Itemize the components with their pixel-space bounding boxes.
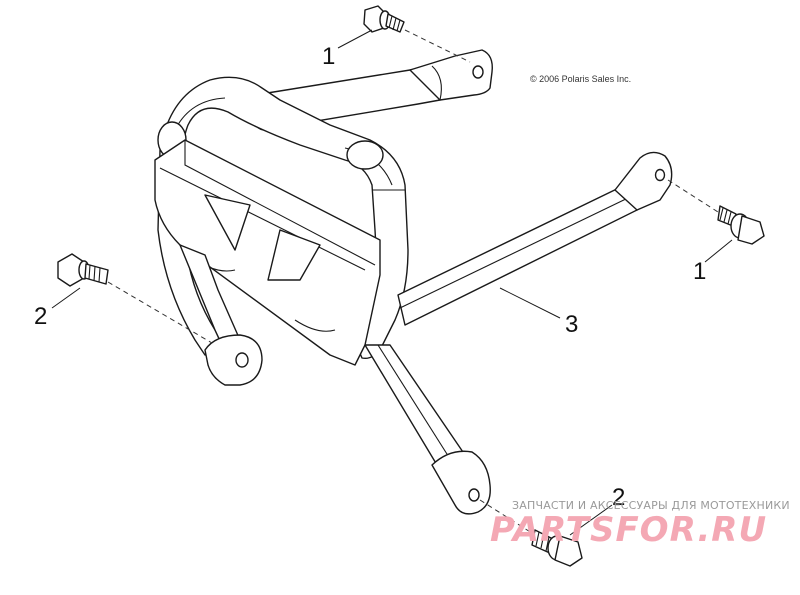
callout-3: 3 (565, 311, 579, 338)
align-line-bottom (479, 499, 536, 536)
bolt-right (717, 205, 765, 245)
face-plate (154, 139, 381, 366)
right-mount-bracket (614, 151, 673, 211)
bolt-top (363, 5, 405, 33)
bolt-bottom (531, 529, 583, 567)
top-mount-bracket (409, 49, 493, 101)
callout-1-top: 1 (322, 43, 336, 70)
leader-2-left (51, 287, 81, 309)
align-line-top (404, 29, 471, 63)
front-lower-leg (364, 344, 466, 471)
bolt-left (57, 253, 109, 287)
bottom-mount-bracket (431, 450, 491, 515)
left-lower-leg (179, 244, 263, 386)
watermark-logo: PARTSFOR.RU (490, 510, 768, 550)
align-line-right (667, 179, 719, 213)
leader-1-right (704, 239, 733, 263)
leader-3 (499, 287, 561, 319)
leader-2-bottom (569, 504, 613, 536)
watermark-caption: ЗАПЧАСТИ И АКСЕССУАРЫ ДЛЯ МОТОТЕХНИКИ (512, 499, 790, 512)
side-tube (397, 184, 638, 326)
callout-2-bottom: 2 (612, 484, 626, 511)
align-line-left (107, 281, 213, 344)
callout-1-right: 1 (693, 258, 707, 285)
callout-2-left: 2 (34, 303, 48, 330)
leader-1-top (337, 29, 373, 49)
copyright-text: © 2006 Polaris Sales Inc. (530, 74, 632, 84)
